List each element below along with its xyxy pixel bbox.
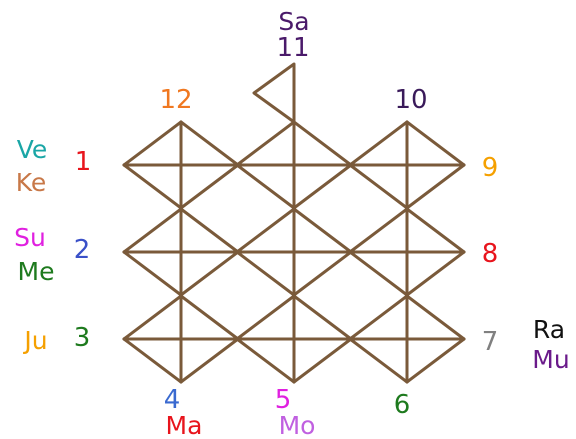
cell-0-2-edge (348, 163, 409, 210)
planet-me: Me (18, 257, 55, 286)
cell-2-1-edge (292, 337, 353, 384)
house-number-2: 2 (74, 235, 91, 265)
planet-mo: Mo (279, 411, 316, 439)
cell-1-0-edge (179, 250, 240, 297)
cell-0-1-edge (235, 163, 296, 210)
house-number-9: 9 (482, 153, 499, 183)
planet-ra: Ra (533, 315, 565, 344)
cell-0-1-edge (292, 120, 353, 167)
cell-1-2-edge (405, 250, 466, 297)
house-number-4: 4 (164, 385, 181, 415)
planet-sa: Sa (278, 7, 309, 36)
planet-mu: Mu (532, 345, 569, 374)
cell-0-2-edge (348, 120, 409, 167)
house-number-8: 8 (482, 239, 499, 269)
house-number-1: 1 (75, 147, 92, 177)
cell-2-2-edge (348, 337, 409, 384)
cell-0-1-edge (292, 163, 353, 210)
cell-2-0-edge (179, 294, 240, 341)
house-number-7: 7 (482, 327, 499, 357)
planet-ju: Ju (22, 326, 47, 355)
cell-2-2-edge (348, 294, 409, 341)
cell-0-2-edge (405, 120, 466, 167)
planet-ve: Ve (17, 135, 48, 164)
house-number-10: 10 (394, 85, 427, 115)
cell-0-0-edge (179, 120, 240, 167)
cell-2-2-edge (405, 294, 466, 341)
cell-1-1-edge (292, 250, 353, 297)
cell-0-0-edge (179, 163, 240, 210)
cell-0-0-edge (122, 120, 183, 167)
cell-1-2-edge (348, 250, 409, 297)
cell-1-1-edge (292, 207, 353, 254)
cell-2-0-edge (122, 337, 183, 384)
cell-1-1-edge (235, 250, 296, 297)
house-number-11: 11 (276, 33, 309, 63)
cell-1-1-edge (235, 207, 296, 254)
cell-2-1-edge (235, 294, 296, 341)
cell-0-2-edge (405, 163, 466, 210)
planet-su: Su (14, 223, 46, 252)
house-number-5: 5 (275, 385, 292, 415)
cell-1-0-edge (122, 250, 183, 297)
cell-2-0-edge (122, 294, 183, 341)
cell-2-1-edge (292, 294, 353, 341)
house-grid (122, 62, 466, 384)
cell-1-0-edge (122, 207, 183, 254)
cell-1-2-edge (405, 207, 466, 254)
planet-ke: Ke (16, 168, 47, 197)
cell-2-1-edge (235, 337, 296, 384)
flag-marker (252, 62, 296, 124)
cell-0-0-edge (122, 163, 183, 210)
cell-1-0-edge (179, 207, 240, 254)
house-number-6: 6 (394, 390, 411, 420)
cell-2-0-edge (179, 337, 240, 384)
house-number-3: 3 (74, 323, 91, 353)
house-number-12: 12 (159, 85, 192, 115)
cell-2-2-edge (405, 337, 466, 384)
cell-1-2-edge (348, 207, 409, 254)
planet-ma: Ma (166, 411, 203, 439)
cell-0-1-edge (235, 120, 296, 167)
